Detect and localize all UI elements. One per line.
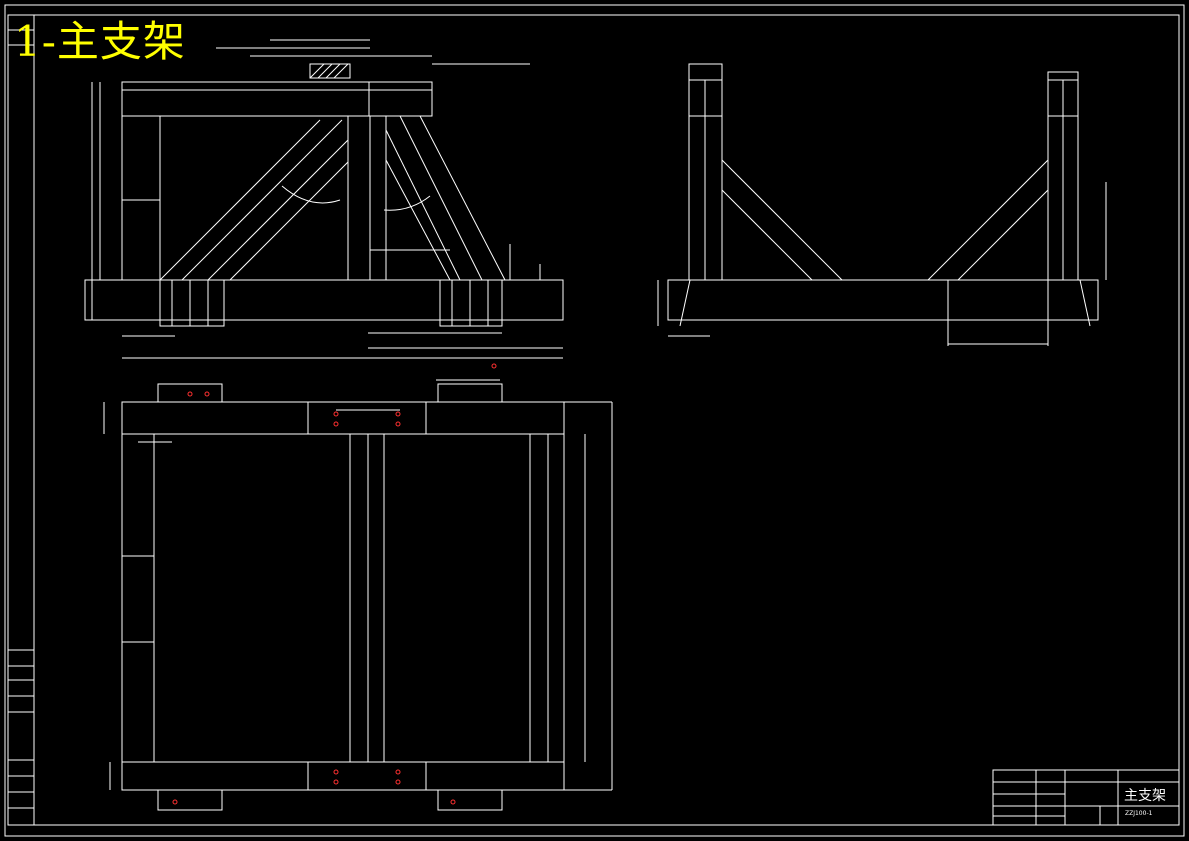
title-block-part-name: 主支架 (1124, 788, 1166, 804)
title-block (992, 769, 1180, 826)
plan-view (103, 379, 613, 811)
drawing-title: 1-主支架 (14, 17, 186, 66)
side-view (657, 63, 1107, 346)
weld-marks (172, 363, 497, 805)
inner-border (33, 14, 1180, 826)
title-block-drawing-code: ZZJ100-1 (1125, 810, 1153, 817)
left-strip (7, 14, 35, 826)
front-view (84, 39, 564, 359)
outer-border (4, 4, 1185, 837)
